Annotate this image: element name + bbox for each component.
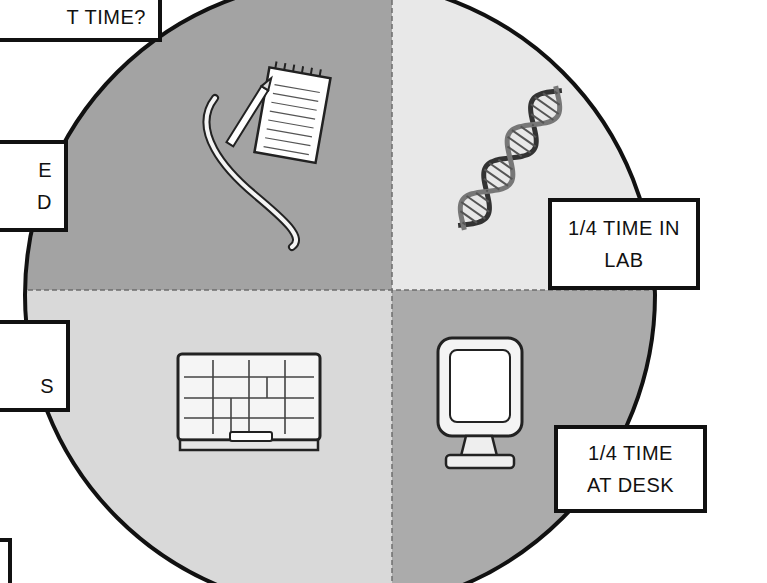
dna-rung	[532, 125, 534, 126]
box-label: T TIME?	[67, 1, 146, 33]
dna-rung	[489, 163, 512, 179]
dna-rung	[554, 91, 557, 93]
box-label: S	[40, 370, 54, 402]
dna-rung	[531, 114, 544, 123]
pencil-body	[226, 86, 268, 146]
notebook-page	[254, 67, 330, 162]
pencil-tip	[261, 76, 274, 90]
tray-body	[178, 354, 320, 440]
monitor-stand	[461, 436, 497, 456]
dna-rung	[535, 97, 559, 114]
dna-rung	[484, 179, 499, 190]
dna-rung	[460, 211, 477, 223]
dna-rung	[521, 126, 536, 137]
dna-rung	[543, 93, 560, 105]
field-quadrant	[0, 0, 392, 290]
monitor-screen	[450, 350, 510, 422]
label-box: 1/4 TIME IN LAB	[548, 198, 700, 290]
label-box: S	[0, 320, 70, 412]
dna-rung	[498, 160, 512, 170]
label-box: 1/4 TIME AT DESK	[554, 425, 707, 513]
dna-rung	[508, 137, 531, 153]
lab-quadrant	[392, 0, 767, 290]
box-label: 1/4 TIME IN LAB	[568, 212, 680, 276]
notebook-spiral	[275, 62, 321, 77]
dna-rung	[507, 146, 521, 156]
pencil	[226, 76, 274, 146]
monitor-icon	[438, 338, 522, 468]
notebook-lines	[264, 85, 320, 155]
tray-compartments	[184, 360, 314, 434]
tray-handle	[230, 432, 272, 441]
dna-rung	[467, 196, 490, 212]
label-box: T TIME?	[0, 0, 162, 42]
box-label: E D	[37, 154, 52, 218]
desk-quadrant	[392, 290, 767, 583]
tray-icon	[178, 354, 320, 450]
dna-rung	[531, 104, 554, 120]
cropped-box	[0, 540, 10, 583]
dna-rung	[486, 190, 488, 191]
divider-line	[391, 0, 393, 583]
monitor-base	[446, 455, 514, 468]
box-label: 1/4 TIME AT DESK	[575, 437, 687, 501]
dna-rung	[463, 222, 466, 224]
dna-rung	[461, 202, 485, 219]
monitor-frame	[438, 338, 522, 436]
field-icon	[206, 61, 331, 247]
notebook	[254, 61, 331, 163]
dna-rung	[512, 130, 536, 147]
dna-rung	[476, 193, 489, 202]
dna-rung	[484, 169, 508, 186]
label-box: E D	[0, 140, 68, 232]
